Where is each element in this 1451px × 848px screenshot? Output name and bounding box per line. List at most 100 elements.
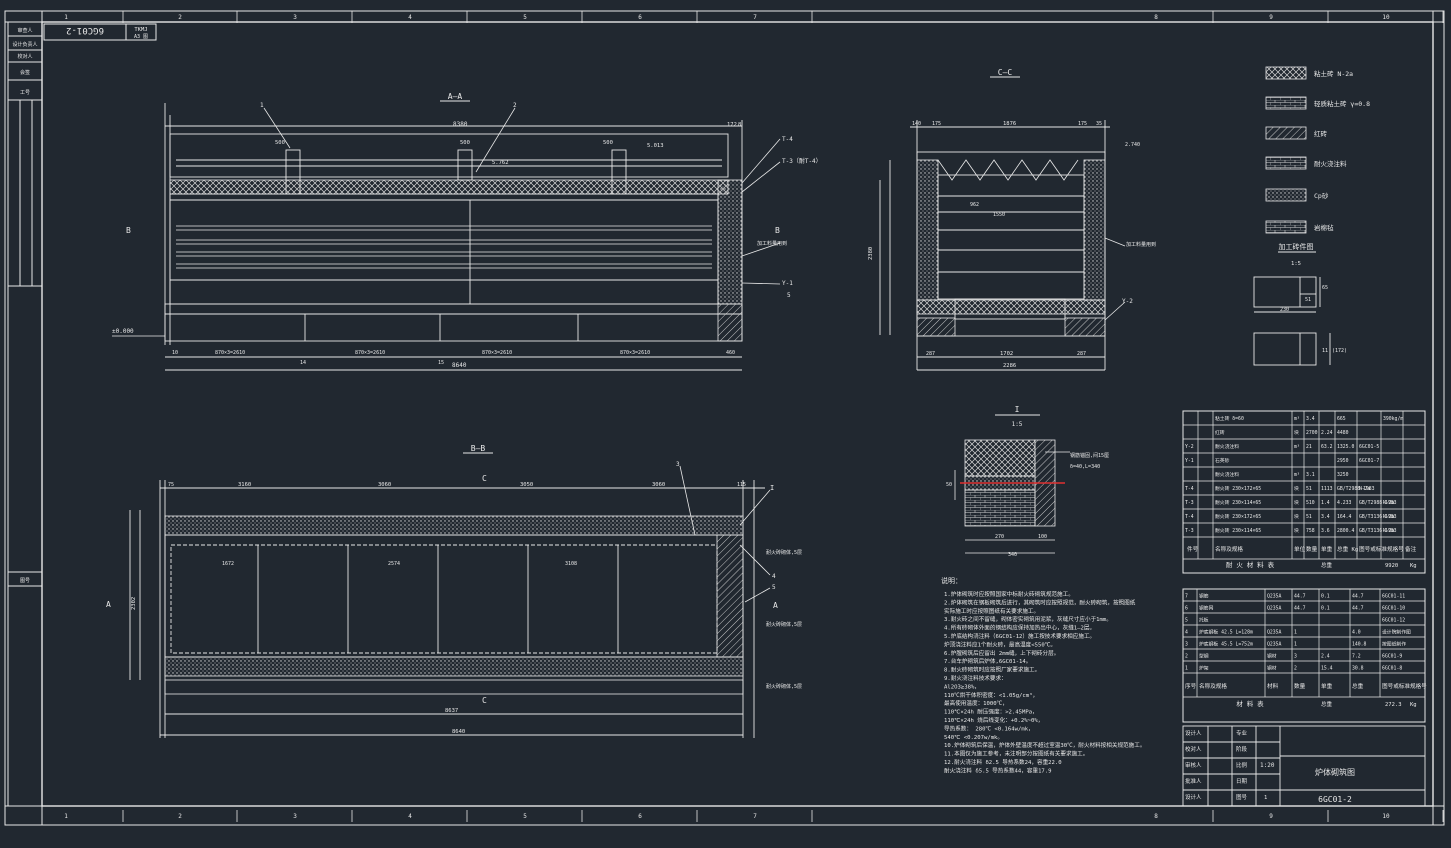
view-cc[interactable]: C—C 140 175 1876 175 35 2. xyxy=(868,68,1156,371)
notes-line: 12.耐火浇注料 δ2.5 导热系数24，容重22.0 xyxy=(944,758,1062,766)
table-cell: 1 xyxy=(1294,630,1297,636)
strip-label-4: 会签 xyxy=(20,69,30,76)
cc-height: 2380 xyxy=(868,247,874,260)
table-cell: GB/T2988-1983 xyxy=(1337,486,1375,492)
table-total-value: 272.3 xyxy=(1385,702,1402,708)
ruler-tick-label: 1 xyxy=(64,813,68,820)
table-cell: 2 xyxy=(1185,654,1188,660)
bb-section-c-top: C xyxy=(482,474,487,483)
bb-leader-3: 3 xyxy=(676,461,680,468)
legend-dim-2: 11 xyxy=(1322,348,1328,354)
aa-dim-top-5: 5.013 xyxy=(647,143,664,149)
strip-label-5: 工号 xyxy=(20,90,30,96)
table-cell: 6 xyxy=(1185,606,1188,612)
notes-lines: 1.炉体砌筑时应按照国家中标耐火砖砌筑规范施工。2.炉体砌筑在钢板砌筑后进行，其… xyxy=(944,590,1145,774)
view-aa[interactable]: A—A xyxy=(112,92,822,371)
table-total-label: 总重 xyxy=(1321,700,1333,708)
notes-line: 110℃×24h 耐压强度：>2.45MPa， xyxy=(944,708,1038,716)
notes-line: 11.本图仅为施工参考，未注明部分按图纸有关要求施工。 xyxy=(944,750,1088,758)
strip-label-3: 校对人 xyxy=(17,53,32,60)
table-cell: 块 xyxy=(1294,485,1299,492)
notes-line: 6.炉膛砌筑后应留出 2mm缝，上下砌砖分层。 xyxy=(944,649,1059,657)
cc-dim-top-2: 1876 xyxy=(1003,121,1016,127)
bb-dim-top-0: 75 xyxy=(168,482,174,488)
table-cell: 665 xyxy=(1337,416,1346,422)
ruler-tick-label: 6 xyxy=(638,813,642,820)
cc-dim-bottom-0: 287 xyxy=(926,351,935,357)
cc-leader-jg: 加工料量用到 xyxy=(1126,241,1156,248)
ruler-tick-label: 7 xyxy=(753,14,757,21)
table-cell: Q235A xyxy=(1267,642,1282,648)
ruler-tick-label: 9 xyxy=(1269,14,1273,21)
legend-6: 岩棉毡 xyxy=(1314,223,1334,232)
aa-leader-t4: T-4 xyxy=(782,136,793,143)
bb-section-a-right: A xyxy=(773,601,778,610)
aa-dim-top-4: 500 xyxy=(603,140,613,146)
table-cell: 4.233 xyxy=(1337,500,1352,506)
table-cell: 4 xyxy=(1185,630,1188,636)
notes-line: 耐火浇注料 δ5.5 导热系数44，容重17.9 xyxy=(944,766,1052,774)
table-header: 名称及规格 xyxy=(1199,682,1227,690)
tb-label-3: 比例 xyxy=(1236,761,1248,769)
table-cell: 3.4 xyxy=(1306,416,1315,422)
legend-2: 轻质粘土砖 γ=0.8 xyxy=(1314,99,1370,108)
table-cell: 510 xyxy=(1306,500,1315,506)
notes-line: 540℃ <0.207w/mk。 xyxy=(944,735,1003,741)
table-title: 耐 火 材 料 表 xyxy=(1226,560,1275,569)
tb-drawing-title: 炉体砌筑图 xyxy=(1315,767,1355,777)
table-cell: 3.4 xyxy=(1321,514,1330,520)
table-cell: 6GC01-9 xyxy=(1382,654,1402,660)
table-cell: 51 xyxy=(1306,486,1312,492)
tb-label-2: 阶段 xyxy=(1236,745,1248,753)
table-cell: 44.7 xyxy=(1352,606,1364,612)
table-cell: 2700 xyxy=(1306,430,1318,436)
table-header: 图号或标准规格号 xyxy=(1359,545,1404,553)
legend-dim-1: 65 xyxy=(1322,285,1328,291)
legend-3: 红砖 xyxy=(1314,129,1328,138)
aa-dim-bottom-0: 10 xyxy=(172,350,178,356)
aa-dim-bottom-5: 870×3=2610 xyxy=(482,350,512,356)
table-cell: 140.8 xyxy=(1352,642,1367,648)
bb-dim-top-3: 3050 xyxy=(520,482,533,488)
bb-section-a-left: A xyxy=(106,600,111,609)
detail-i[interactable]: I 1:5 钢筋锚固,间15厘 δ=40,L=340 270 340 100 5… xyxy=(946,405,1109,558)
notes-heading: 说明： xyxy=(941,576,962,585)
bb-dim-top-1: 3160 xyxy=(238,482,251,488)
left-revision-strip xyxy=(7,22,42,807)
tb-role-4: 批准人 xyxy=(1185,777,1202,785)
table-cell: 耐火浇注料 xyxy=(1215,443,1239,450)
view-bb[interactable]: B—B 75 3160 3060 3050 3060 11 xyxy=(106,444,802,738)
table-cell: 石英砂 xyxy=(1215,457,1230,464)
tb-role-3: 审核人 xyxy=(1185,761,1202,769)
strip-label-2: 设计负责人 xyxy=(12,41,37,48)
table-header: 材料 xyxy=(1267,682,1279,690)
aa-dim-bottom-3: 870×3=2610 xyxy=(355,350,385,356)
aa-dim-top-2: 500 xyxy=(460,140,470,146)
table-cell: 6GC01-12 xyxy=(1382,618,1405,624)
table-cell: 钢材 xyxy=(1267,665,1277,672)
table-cell: 758 xyxy=(1306,528,1315,534)
table-header: 名称及规格 xyxy=(1215,545,1243,553)
table-cell: T-3 xyxy=(1185,500,1194,506)
bb-dim-top-2: 3060 xyxy=(378,482,391,488)
cc-dim-mid-1: 962 xyxy=(970,202,979,208)
notes-line: 3.耐火砖之间不留缝，砌体密实砌筑用泥浆，灰缝尺寸应小于1mm。 xyxy=(944,615,1112,623)
table-cell: 30.8 xyxy=(1352,666,1364,672)
detail-i-dim-0: 270 xyxy=(995,534,1004,540)
table-header: 单重 xyxy=(1321,545,1333,553)
table-cell: 44.7 xyxy=(1352,594,1364,600)
cc-dim-bottom-2: 287 xyxy=(1077,351,1086,357)
table-cell: 红砖 xyxy=(1215,429,1225,436)
table-cell: 7.2 xyxy=(1352,654,1361,660)
table-cell: 耐火砖 230×172×65 xyxy=(1215,485,1261,492)
table-cell: 1.4 xyxy=(1321,500,1330,506)
table-header: 序号 xyxy=(1185,682,1197,690)
ruler-tick-label: 1 xyxy=(64,14,68,21)
bb-dim-top-5: 115 xyxy=(737,482,746,488)
aa-leader-t3: T-3（耐T-4） xyxy=(782,157,822,165)
title-block: 设计人 校对人 审核人 批准人 设计人 专业 阶段 比例 日期 图号 1:20 … xyxy=(1182,725,1426,807)
aa-dim-top-3: 5.762 xyxy=(492,160,509,166)
detail-i-scale: 1:5 xyxy=(1012,421,1023,428)
